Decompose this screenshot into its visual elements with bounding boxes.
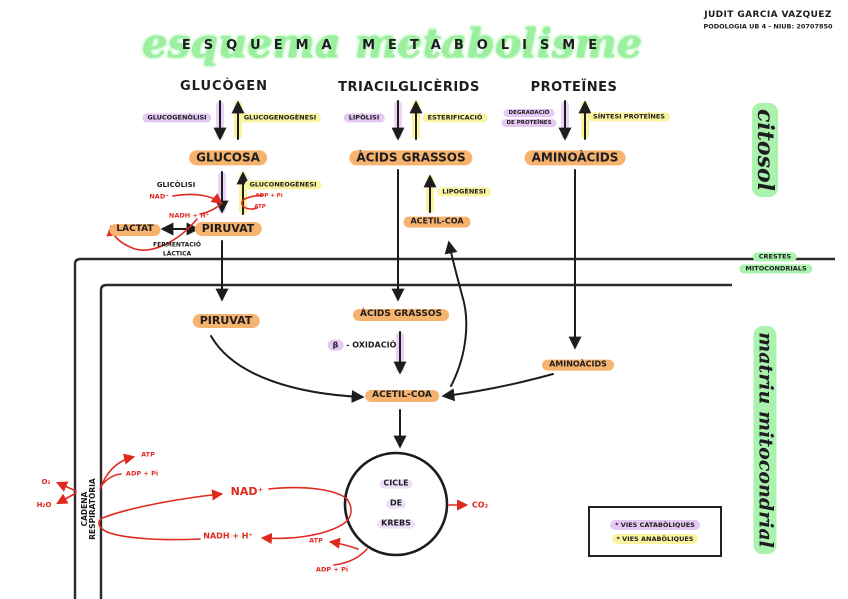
node-proteines: PROTEÏNES — [530, 79, 618, 95]
pathway-esterificacio: ESTERIFICACIÓ — [422, 113, 488, 123]
pathway-lipogenesi: LIPOGÈNESI — [437, 187, 491, 197]
legend-box: * VIES CATABÒLIQUES * VIES ANABÒLIQUES — [588, 506, 722, 557]
legend-label-anabolic: VIES ANABÒLIQUES — [622, 534, 694, 543]
pathway-degradacio-line1: DEGRADACIÓ — [503, 108, 555, 118]
metabolite-atp-cadena: ATP — [141, 450, 155, 459]
metabolite-h2o: H₂O — [36, 501, 52, 510]
legend-label-catabolic: VIES CATABÒLIQUES — [620, 520, 695, 529]
region-label-matrix: matriu mitocondrial — [753, 326, 777, 554]
node-glucosa: GLUCOSA — [189, 150, 267, 166]
pathway-beta-oxidacio: β - OXIDACIÓ — [327, 339, 397, 351]
metabolite-adp-pi-cadena: ADP + Pi — [125, 469, 159, 478]
redox-arrows — [55, 193, 469, 566]
metabolite-adp-pi-gluconeogenesi: ADP + Pi — [255, 192, 283, 199]
node-piruvat-matriu: PIRUVAT — [192, 313, 260, 329]
pathway-glicolisi: GLICÒLISI — [156, 181, 196, 190]
pathway-lipolisi: LIPÒLISI — [343, 113, 385, 123]
node-lactat: LACTAT — [109, 224, 161, 236]
node-acids-grassos-matriu: ÀCIDS GRASSOS — [353, 309, 449, 321]
node-piruvat-citosol: PIRUVAT — [194, 221, 262, 237]
pathway-gluconeogenesi: GLUCONEOGÈNESI — [244, 180, 322, 190]
node-acetil-coa-matriu: ACETIL-COA — [365, 390, 439, 402]
metabolite-adp-pi-krebs: ADP + Pi — [315, 565, 349, 574]
node-aminoacids-citosol: AMINOÀCIDS — [524, 150, 626, 166]
node-aminoacids-matriu: AMINOÀCIDS — [542, 359, 614, 371]
node-acids-grassos-citosol: ÀCIDS GRASSOS — [349, 150, 473, 166]
page-title: ESQUEMA METABOLISME — [181, 37, 611, 53]
metabolite-nad-cadena: NAD⁺ — [230, 484, 264, 498]
cristae-label-line1: CRESTES — [752, 252, 798, 262]
pathway-glucogenogenesi: GLUCOGENOGÈNESI — [238, 113, 322, 123]
node-glucogen: GLUCÒGEN — [179, 78, 269, 94]
author-info: PODOLOGIA UB 4 - NIUB: 20707850 — [703, 22, 833, 31]
legend-bullet-anabolic: * — [616, 534, 620, 543]
pathway-glucogenolisi: GLUCOGENÒLISI — [142, 113, 212, 123]
metabolite-nadh-glicolisi: NADH + H⁺ — [168, 211, 210, 220]
pathway-fermentacio-line2: LÀCTICA — [162, 250, 192, 258]
title-highlight-script: esquema metabolisme — [141, 20, 643, 67]
legend-bullet-catabolic: * — [615, 520, 619, 529]
metabolite-nad-glicolisi: NAD⁺ — [149, 192, 169, 201]
legend-item-anabolic: * VIES ANABÒLIQUES — [611, 533, 699, 544]
pathway-highlight-bands — [216, 101, 589, 373]
beta-oxidacio-text: - OXIDACIÓ — [346, 340, 397, 350]
node-triacilglicerids: TRIACILGLICÈRIDS — [338, 79, 480, 95]
metabolite-atp-gluconeogenesi: ATP — [254, 203, 266, 210]
region-label-cytosol: citosol — [751, 102, 779, 198]
respiratory-chain-label: CADENA RESPIRATÒRIA — [80, 478, 98, 540]
metabolite-nadh-cadena: NADH + H⁺ — [203, 531, 253, 541]
beta-symbol: β — [327, 339, 344, 351]
respiratory-chain-line2: RESPIRATÒRIA — [88, 478, 97, 540]
pathway-degradacio-line2: DE PROTEÏNES — [501, 118, 557, 128]
krebs-label-line3: KREBS — [377, 519, 415, 529]
pathway-arrows — [160, 100, 592, 449]
krebs-label-line1: CICLE — [379, 479, 413, 489]
author-name: JUDIT GARCIA VAZQUEZ — [704, 10, 832, 21]
pathway-fermentacio-line1: FERMENTACIÓ — [153, 241, 201, 249]
krebs-label-line2: DE — [385, 499, 407, 509]
node-acetil-coa-citosol: ACETIL-COA — [403, 216, 471, 228]
metabolite-o2: O₂ — [41, 478, 51, 487]
pathway-sintesi-proteines: SÍNTESI PROTEÏNES — [588, 112, 670, 122]
metabolite-co2: CO₂ — [471, 500, 489, 510]
metabolite-atp-krebs: ATP — [309, 536, 323, 545]
legend-item-catabolic: * VIES CATABÒLIQUES — [610, 519, 700, 530]
cristae-label-line2: MITOCONDRIALS — [739, 264, 813, 274]
mitochondrial-membranes — [73, 257, 835, 599]
